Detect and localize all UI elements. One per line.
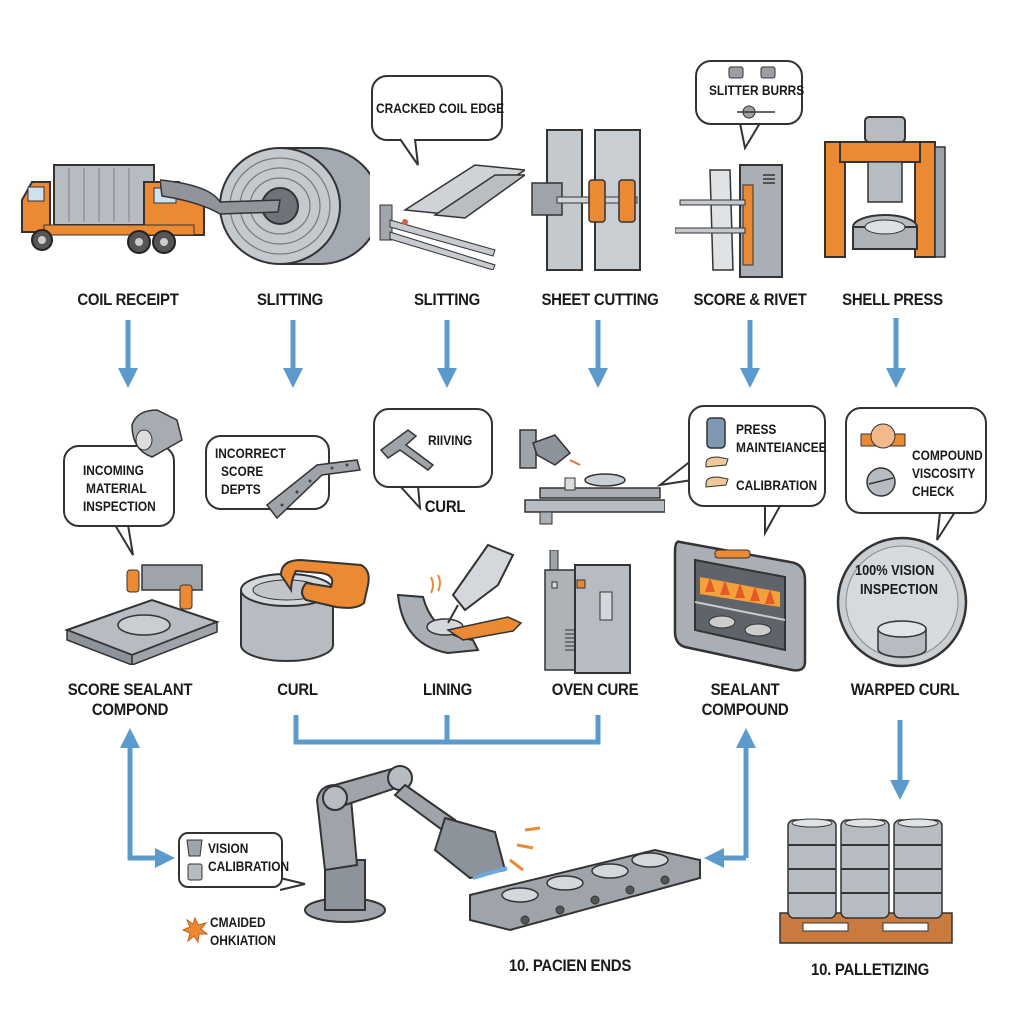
sheet-cutter-icon xyxy=(531,129,641,271)
callout-compound-viscosity-check: COMPOUND VISCOSITY CHECK xyxy=(845,407,987,514)
step-label-shell-press: SHELL PRESS xyxy=(842,290,943,309)
callout-line: COMPOUND xyxy=(912,447,983,463)
callout-line: PRESS xyxy=(736,421,777,437)
callout-cracked-coil-edge: CRACKED COIL EDGE xyxy=(371,75,505,141)
warning-line-2: OHKIATION xyxy=(210,932,276,948)
callout-line: VISCOSITY xyxy=(912,465,976,481)
steel-coil-icon xyxy=(160,147,370,265)
callout-press-maintenance-calibration: PRESS MAINTEIANCEE CALIBRATION xyxy=(688,405,827,507)
callout-line: VISION xyxy=(208,840,249,856)
curl-tool-icon xyxy=(240,558,370,662)
curing-oven-icon xyxy=(673,540,807,672)
rivet-machine-icon xyxy=(675,164,783,278)
callout-vision-calibration: VISION CALIBRATION xyxy=(178,832,289,888)
scored-bracket-icon xyxy=(265,459,361,520)
robot-arm-conveyor-icon xyxy=(304,765,701,932)
callout-line: INSPECTION xyxy=(83,498,156,514)
step-label-slitting-2: SLITTING xyxy=(413,290,481,309)
step-label-coil-receipt: COIL RECEIPT xyxy=(77,290,179,309)
coil-sample-icon xyxy=(131,409,183,458)
callout-line: RIIVING xyxy=(428,432,473,448)
vision-inspection-text-1: 100% VISION xyxy=(855,562,935,579)
shell-press-icon xyxy=(824,116,946,258)
callout-line: MATERIAL xyxy=(86,480,147,496)
callout-line: INCOMING xyxy=(83,462,144,478)
callout-line: INCORRECT xyxy=(215,445,286,461)
burr-parts-icon xyxy=(728,66,776,79)
callout-line: CHECK xyxy=(912,483,955,499)
step-label-palletizing: 10. PALLETIZING xyxy=(811,960,929,979)
viscosity-gauge-icon xyxy=(860,423,906,497)
step-label-score-sealant-2: COMPOND xyxy=(91,700,169,719)
callout-line: DEPTS xyxy=(221,481,261,497)
step-label-sheet-cutting: SHEET CUTTING xyxy=(541,290,659,309)
callout-incoming-material-inspection: INCOMING MATERIAL INSPECTION xyxy=(63,445,175,527)
callout-riiving: RIIVING xyxy=(373,408,493,488)
callout-line: MAINTEIANCEE xyxy=(736,439,827,455)
step-label-oven-cure: OVEN CURE xyxy=(551,680,639,699)
maintenance-parts-icon xyxy=(705,417,729,488)
vision-inspection-text-2: INSPECTION xyxy=(860,581,938,598)
callout-line: SCORE xyxy=(221,463,264,479)
score-die-icon xyxy=(64,564,220,665)
step-label-lining: LINING xyxy=(422,680,473,699)
step-label-slitting-1: SLITTING xyxy=(256,290,324,309)
callout-text: SLITTER BURRS xyxy=(709,82,805,98)
vision-inspection-icon xyxy=(836,536,968,668)
slit-strips-icon xyxy=(379,164,525,270)
blade-icon xyxy=(737,105,775,119)
step-label-score-sealant-1: SCORE SEALANT xyxy=(67,680,193,699)
step-label-score-rivet: SCORE & RIVET xyxy=(693,290,807,309)
callout-text: CRACKED COIL EDGE xyxy=(376,100,505,116)
step-label-sealant-2: COMPOUND xyxy=(701,700,789,719)
warning-burst-icon xyxy=(182,917,208,943)
step-label-pacien-ends: 10. PACIEN ENDS xyxy=(508,956,632,975)
hammer-tool-icon xyxy=(379,429,435,471)
pallet-cans-icon xyxy=(779,818,953,944)
step-label-curl: CURL xyxy=(277,680,318,699)
step-label-sealant-1: SEALANT xyxy=(710,680,780,699)
vision-parts-icon xyxy=(186,839,203,881)
lining-nozzle-icon xyxy=(396,543,523,655)
step-label-warped-curl: WARPED CURL xyxy=(850,680,960,699)
oven-icon xyxy=(544,550,631,674)
arrow-loop-left xyxy=(120,728,170,861)
callout-line: CALIBRATION xyxy=(208,858,290,874)
callout-curl-label: CURL xyxy=(424,497,466,516)
callout-line: CALIBRATION xyxy=(736,477,818,493)
warning-line-1: CMAIDED xyxy=(210,914,266,930)
camera-conveyor-icon xyxy=(519,429,665,525)
callout-slitter-burrs: SLITTER BURRS xyxy=(695,60,805,125)
